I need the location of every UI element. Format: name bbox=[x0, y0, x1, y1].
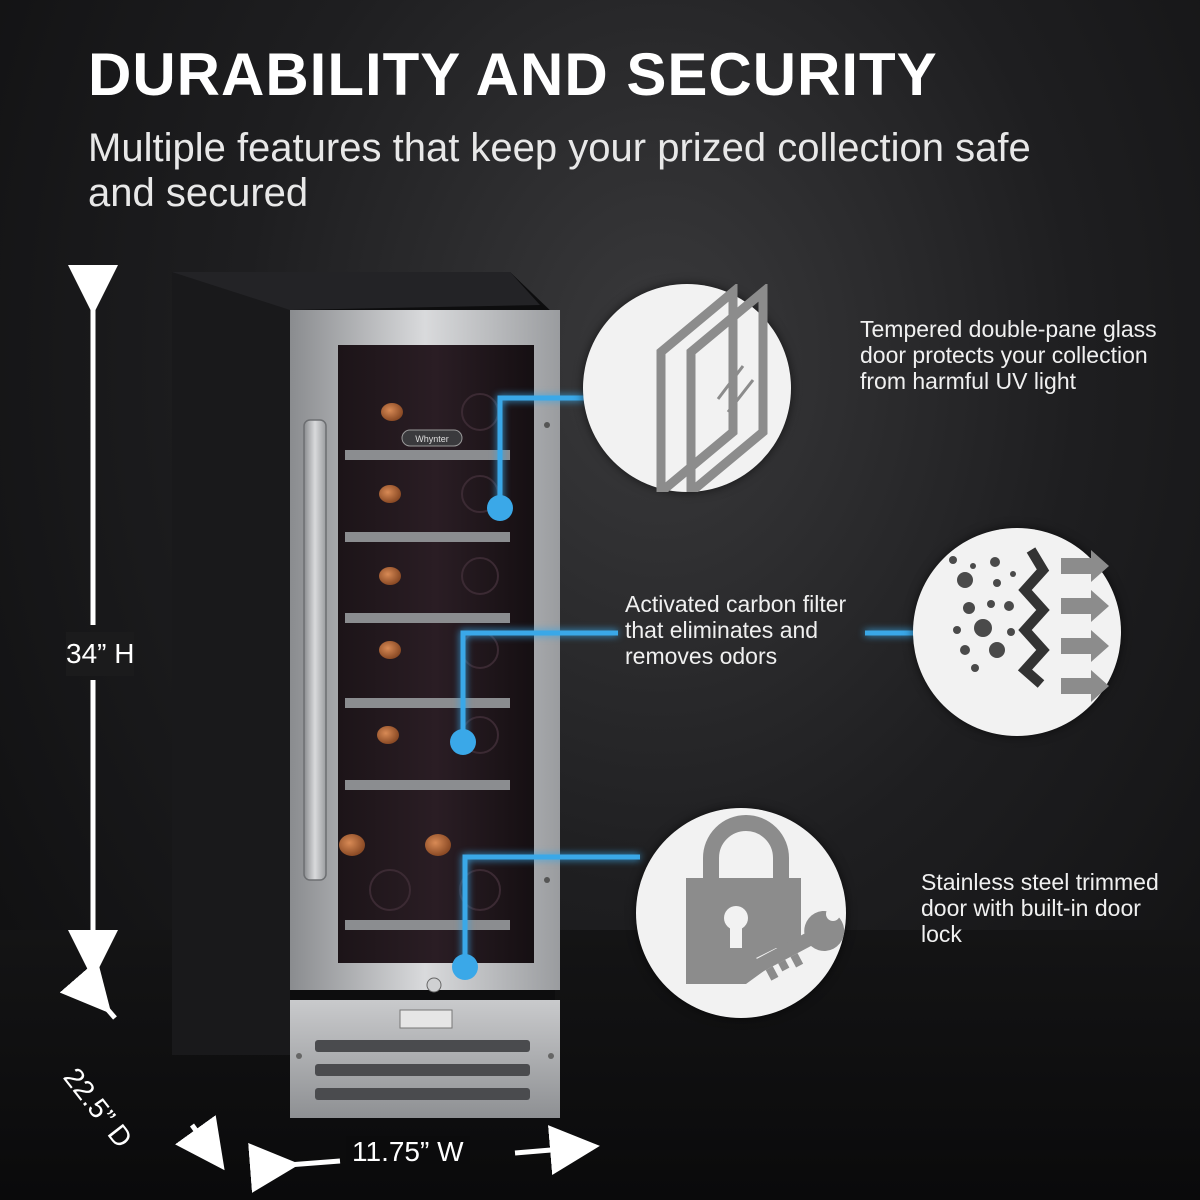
height-dimension-label: 34” H bbox=[66, 632, 135, 676]
brand-badge bbox=[401, 429, 463, 447]
carbon-filter-feature-circle bbox=[913, 528, 1121, 736]
door-handle bbox=[303, 419, 327, 881]
feature-text-carbon-filter: Activated carbon filter that eliminates … bbox=[625, 591, 847, 669]
dimension-arrows bbox=[59, 265, 600, 1193]
double-pane-glass-icon bbox=[656, 284, 768, 492]
page-subtitle: Multiple features that keep your prized … bbox=[88, 126, 1031, 215]
connector-dots bbox=[450, 495, 513, 980]
lock-feature-circle bbox=[636, 808, 846, 1018]
page-title: DURABILITY AND SECURITY bbox=[88, 41, 938, 108]
feature-text-door-lock: Stainless steel trimmed door with built-… bbox=[921, 869, 1159, 947]
width-dimension-label: 11.75” W bbox=[346, 1136, 470, 1168]
carbon-filter-icon bbox=[949, 547, 1109, 702]
feature-connectors bbox=[460, 395, 917, 967]
brand-label: Whynter bbox=[415, 434, 449, 444]
door-lock bbox=[426, 977, 442, 993]
feature-text-glass-door: Tempered double-pane glass door protects… bbox=[860, 316, 1157, 394]
lock-and-key-icon bbox=[686, 815, 845, 984]
glass-door-feature-circle bbox=[583, 284, 791, 492]
